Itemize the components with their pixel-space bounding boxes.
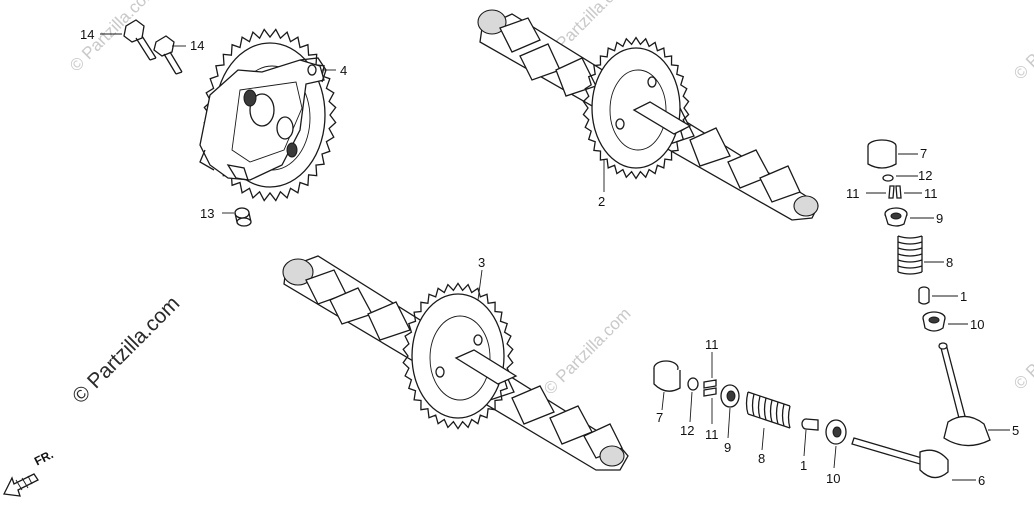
gear-holder-bracket <box>199 57 327 181</box>
callout-9: 9 <box>724 440 732 455</box>
shim-12-lower <box>687 377 699 391</box>
tappet-7-lower <box>653 360 681 392</box>
gear-holder-assembly <box>199 28 337 202</box>
callout-14: 14 <box>190 38 205 53</box>
leader-lines <box>100 33 1010 481</box>
callout-11: 11 <box>705 337 719 352</box>
callout-1: 1 <box>960 289 968 304</box>
callout-13: 13 <box>200 206 215 221</box>
cam-sprocket-upper <box>582 36 692 180</box>
callout-9: 9 <box>936 211 944 226</box>
front-direction-arrow <box>3 473 39 497</box>
callout-12: 12 <box>918 168 933 183</box>
stem-seal-1-right <box>918 286 930 305</box>
callout-14: 14 <box>80 27 95 42</box>
valve-6 <box>851 437 949 479</box>
bolt-14-left <box>123 19 157 61</box>
callout-7: 7 <box>920 146 928 161</box>
callout-1: 1 <box>800 458 808 473</box>
dowel-pin-13 <box>234 207 252 227</box>
callout-8: 8 <box>758 451 766 466</box>
valve-assembly-lower <box>653 360 949 479</box>
callout-6: 6 <box>978 473 986 488</box>
callout-8: 8 <box>946 255 954 270</box>
cotters-11-lower <box>703 379 717 397</box>
spring-seat-10-right <box>922 311 946 332</box>
callout-10: 10 <box>826 471 841 486</box>
spring-8-right <box>897 235 923 275</box>
bolt-14-right <box>153 35 183 75</box>
callout-10: 10 <box>970 317 985 332</box>
spring-seat-10-lower <box>825 419 847 445</box>
callout-5: 5 <box>1012 423 1020 438</box>
callout-12: 12 <box>680 423 695 438</box>
spring-8-lower <box>745 391 791 429</box>
callout-11: 11 <box>705 427 719 442</box>
camshaft-upper <box>477 9 819 221</box>
cam-lobes-lower <box>282 258 625 467</box>
retainer-9-right <box>884 207 908 227</box>
callout-11: 11 <box>846 186 860 201</box>
callout-11: 11 <box>924 186 938 201</box>
retainer-9-lower <box>720 384 740 408</box>
valve-assembly-right <box>867 139 991 447</box>
tappet-7-right <box>867 139 897 169</box>
callout-7: 7 <box>656 410 664 425</box>
cam-sprocket-lower <box>402 282 518 430</box>
callout-3: 3 <box>478 255 486 270</box>
camshaft-lower <box>282 255 629 471</box>
valve-5 <box>938 342 991 447</box>
callout-2: 2 <box>598 194 606 209</box>
stem-seal-1-lower <box>801 418 819 431</box>
shim-12-right <box>882 174 894 182</box>
callout-4: 4 <box>340 63 348 78</box>
cotters-11-right <box>888 185 902 199</box>
